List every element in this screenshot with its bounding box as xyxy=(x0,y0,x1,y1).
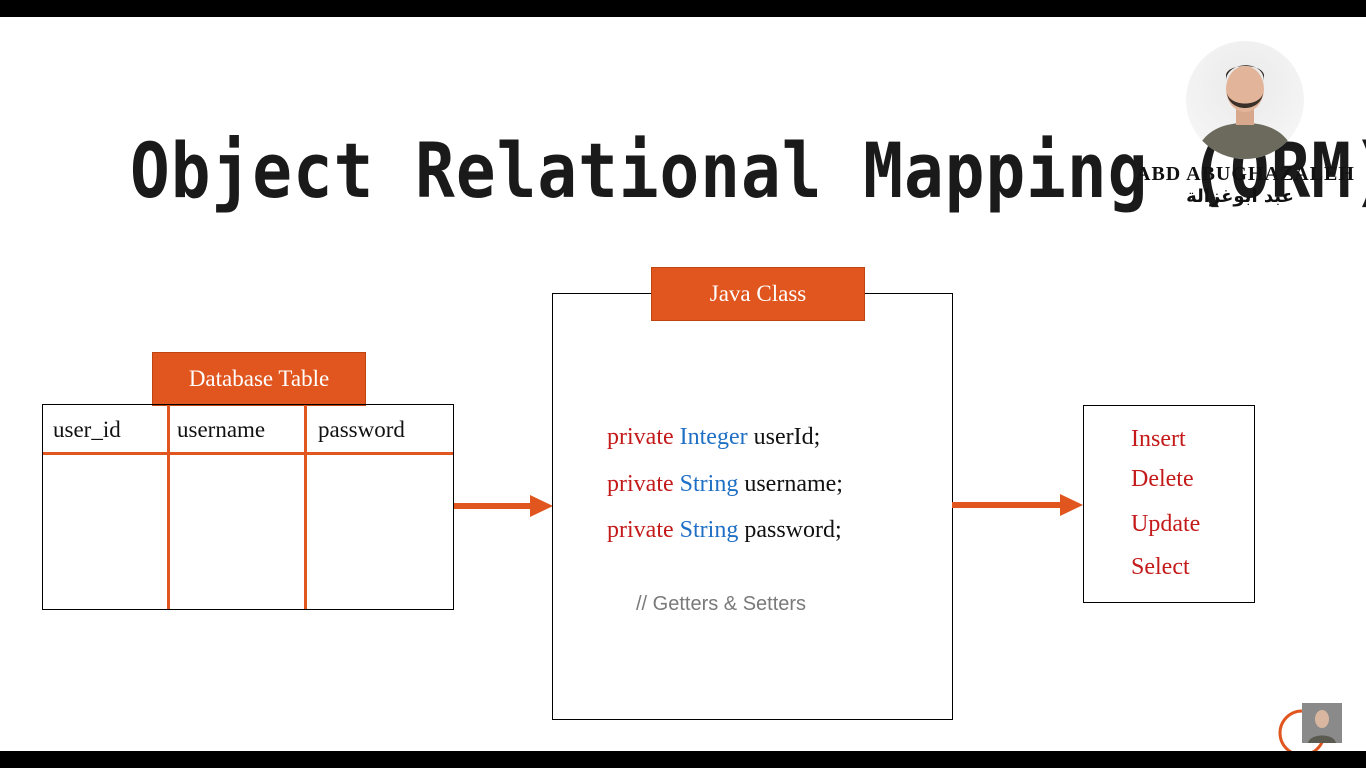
slide: Object Relational Mapping (ORM) ABD ABUG… xyxy=(0,17,1366,753)
person-icon xyxy=(1194,65,1296,159)
header-divider xyxy=(43,452,453,455)
operation-select: Select xyxy=(1131,554,1190,580)
java-class-box: private Integer userId; private String u… xyxy=(552,293,953,720)
field-name: userId; xyxy=(753,424,821,450)
column-header-password: password xyxy=(318,417,405,442)
letterbox-top xyxy=(0,0,1366,17)
getters-setters-comment: // Getters & Setters xyxy=(636,593,807,615)
column-divider xyxy=(304,405,307,609)
channel-logo-icon xyxy=(1278,703,1342,753)
database-table-label: Database Table xyxy=(152,352,366,406)
author-avatar xyxy=(1186,41,1304,159)
java-class-label: Java Class xyxy=(651,267,865,321)
type-name: String xyxy=(679,471,739,497)
arrow-right-icon xyxy=(952,494,1083,516)
operation-insert: Insert xyxy=(1131,426,1186,452)
database-table: user_id username password xyxy=(42,404,454,610)
modifier-keyword: private xyxy=(607,517,674,543)
letterbox-bottom xyxy=(0,751,1366,768)
operation-delete: Delete xyxy=(1131,466,1194,492)
column-header-user-id: user_id xyxy=(53,417,121,442)
author-name-en: ABD ABUGHAZALEH xyxy=(1136,163,1355,185)
field-password: private String password; xyxy=(607,517,842,544)
type-name: Integer xyxy=(679,424,748,450)
column-header-username: username xyxy=(177,417,266,442)
arrow-right-icon xyxy=(454,495,553,517)
column-divider xyxy=(167,405,170,609)
field-username: private String username; xyxy=(607,471,843,498)
type-name: String xyxy=(679,517,739,543)
modifier-keyword: private xyxy=(607,424,674,450)
slide-title: Object Relational Mapping (ORM) xyxy=(130,127,1366,216)
field-user-id: private Integer userId; xyxy=(607,424,820,451)
field-name: username; xyxy=(744,471,843,497)
operation-update: Update xyxy=(1131,511,1201,537)
modifier-keyword: private xyxy=(607,471,674,497)
operations-box: Insert Delete Update Select xyxy=(1083,405,1255,603)
author-name-ar: عبد ابوغزالة xyxy=(1186,186,1294,207)
field-name: password; xyxy=(744,517,842,543)
